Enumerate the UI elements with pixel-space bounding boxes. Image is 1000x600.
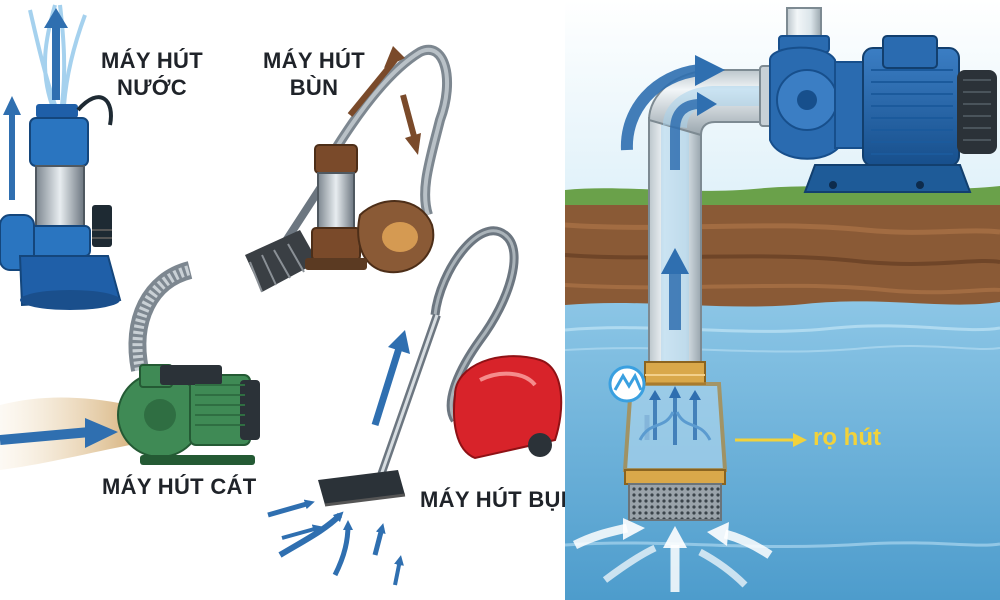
centrifugal-pump [769,7,997,193]
dust-vacuum-label: MÁY HÚT BỤI [420,487,568,512]
arrow-icon [663,526,687,548]
water-pump-label: MÁY HÚT NƯỚC [101,48,203,100]
submersible-water-pump [0,4,122,310]
arrow-icon [85,418,118,448]
inflow-arrows [572,518,773,592]
logo-icon [608,365,646,403]
sand-pump [0,261,260,470]
arrow-icon [3,96,21,115]
suction-strainer-label: rọ hút [813,424,881,451]
suction-strainer [622,361,728,521]
arrow-icon [623,518,645,540]
pump-suction-diagram [565,0,1000,600]
mud-pump-label: MÁY HÚT BÙN [263,48,365,100]
strainer-pointer-arrow [735,433,807,447]
arrow-icon [388,330,410,354]
arrow-icon [405,133,421,155]
pump-suction-artwork [565,0,1000,600]
arrow-icon [661,248,689,274]
mud-pump [245,44,452,293]
arrow-icon [793,433,807,447]
arrow-icon [384,46,405,68]
pump-types-artwork [0,4,563,586]
dust-vacuum [267,226,563,586]
arrow-icon [695,55,725,86]
pump-types-panel: MÁY HÚT NƯỚC MÁY HÚT BÙN MÁY HÚT CÁT MÁY… [0,4,567,586]
arrow-icon [697,92,717,116]
arrow-icon [707,522,729,546]
sand-pump-label: MÁY HÚT CÁT [102,474,257,499]
arrow-icon [44,8,68,28]
flow-arrows [620,55,725,440]
